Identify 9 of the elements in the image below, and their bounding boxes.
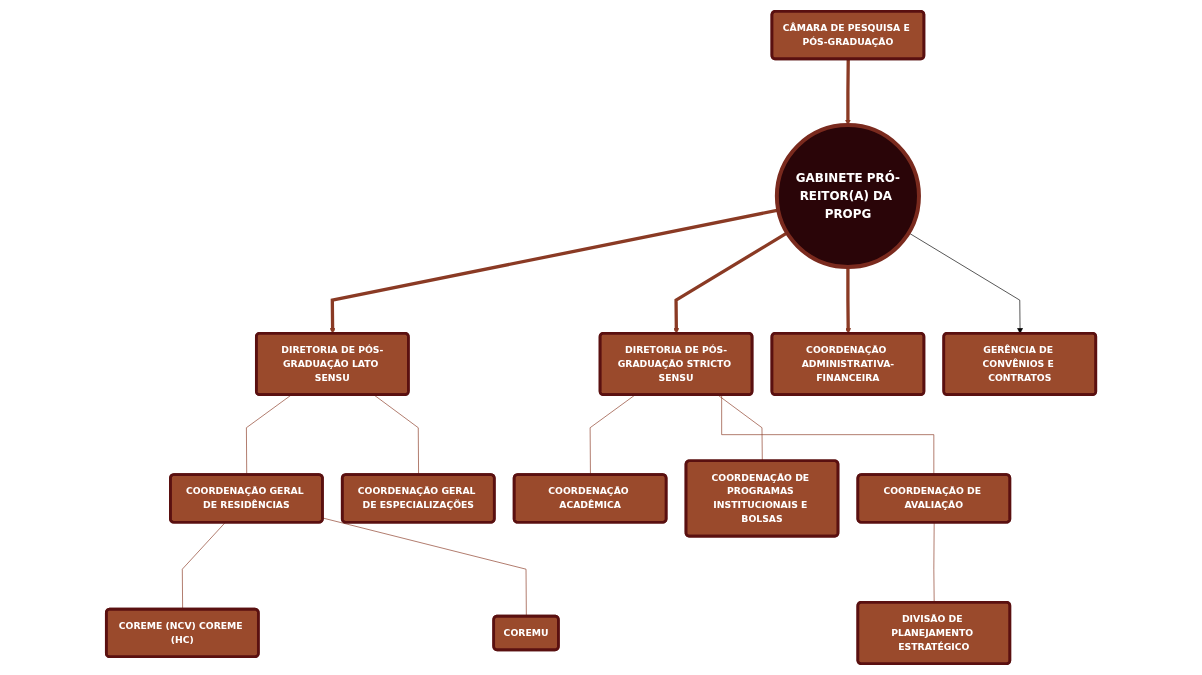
connector [181, 522, 226, 610]
connector [322, 517, 527, 617]
arrow [329, 208, 779, 334]
connector [721, 394, 935, 475]
node-circle: GABINETE PRÓ-REITOR(A) DA PROPG [774, 123, 921, 270]
arrow [845, 267, 852, 334]
arrow [844, 59, 851, 126]
arrow [673, 231, 788, 334]
connector [933, 522, 935, 603]
